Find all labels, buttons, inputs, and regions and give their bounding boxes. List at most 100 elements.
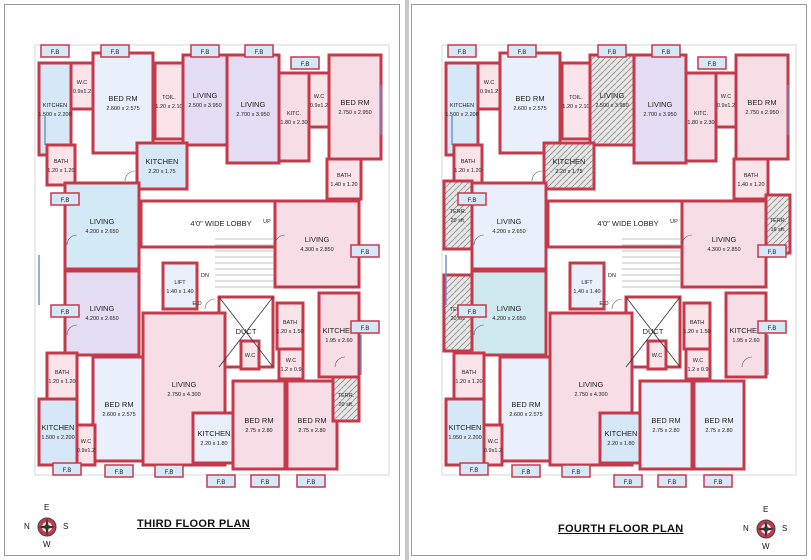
room-name-bath_l1: BATH: [461, 159, 475, 165]
room-wc_tr: [307, 71, 331, 129]
room-name-kitc_t: KITC.: [694, 111, 709, 117]
flower-bed-label: F.B: [261, 480, 270, 486]
room-name-kitchen_bc: KITCHEN: [198, 429, 231, 438]
flower-bed-label: F.B: [708, 62, 717, 68]
room-terr_l1: [442, 179, 474, 251]
room-name-living_t2: LIVING: [241, 100, 266, 109]
room-name-bed_tl: BED RM: [515, 94, 544, 103]
compass-w: W: [43, 540, 51, 549]
flower-bed-label: F.B: [714, 480, 723, 486]
room-living_b: [141, 311, 227, 467]
room-name-kitchen_tl: KITCHEN: [450, 103, 474, 109]
room-name-bath_r1: BATH: [337, 173, 351, 179]
plan-title: FOURTH FLOOR PLAN: [558, 523, 684, 535]
compass-n: N: [24, 522, 30, 531]
room-bath_l2: [452, 351, 486, 401]
room-name-bath_c2: BATH: [283, 320, 297, 326]
door-swing: [66, 324, 78, 336]
room-bath_c2: [275, 301, 305, 351]
room-kitchen_r: [317, 291, 361, 379]
room-name-kitchen_r: KITCHEN: [323, 326, 356, 335]
room-kitchen_bl: [444, 397, 486, 467]
room-wc_c: [646, 339, 668, 371]
door-swing: [531, 170, 543, 182]
room-dim-living_r1: 4.300 x 2.850: [300, 247, 333, 253]
room-name-living_t1: LIVING: [600, 91, 625, 100]
label-dn: DN: [608, 273, 616, 279]
room-dim-kitchen_r: 1.95 x 2.60: [325, 338, 352, 344]
room-dim-bed_bl: 2.600 x 2.575: [509, 412, 542, 418]
flower-bed-label: F.B: [624, 480, 633, 486]
room-name-bed_tl: BED RM: [108, 94, 137, 103]
flower-bed-label: F.B: [458, 50, 467, 56]
flower-bed-label: F.B: [572, 470, 581, 476]
room-dim-living_l1: 4.200 x 2.650: [85, 229, 118, 235]
room-bed_tl: [91, 51, 155, 155]
duct-cross: [218, 296, 274, 368]
room-name-kitchen_tl: KITCHEN: [43, 103, 67, 109]
room-name-bed_b2: BED RM: [704, 416, 733, 425]
room-dim-wc_c2: 1.2 x 0.9: [280, 367, 301, 373]
flower-bed-label: F.B: [165, 470, 174, 476]
flower-bed-label: F.B: [111, 50, 120, 56]
flower-bed-label: F.B: [201, 50, 210, 56]
room-bed_tr: [734, 53, 790, 161]
room-name-toil: TOIL.: [569, 95, 583, 101]
room-dim-bath_c2: 1.20 x 1.50: [683, 329, 710, 335]
flower-bed: [511, 464, 541, 478]
flower-bed: [350, 244, 380, 258]
room-dim-kitchen_tl: 1.500 x 2.200: [445, 112, 478, 118]
flower-bed-label: F.B: [361, 326, 370, 332]
flower-bed-label: F.B: [668, 480, 677, 486]
flower-bed: [206, 474, 236, 488]
door-swing: [124, 170, 136, 182]
flower-bed-label: F.B: [768, 326, 777, 332]
room-name-wc_c2: W.C: [286, 358, 296, 364]
room-kitc_t: [277, 71, 311, 163]
room-dim-living_l2: 4.200 x 2.650: [492, 316, 525, 322]
room-name-kitc_t: KITC.: [287, 111, 302, 117]
flower-bed: [457, 304, 487, 318]
room-wc_c2: [277, 347, 305, 381]
room-dim-lift: 1.40 x 1.40: [166, 289, 193, 295]
room-living_t2: [225, 53, 281, 165]
room-name-bed_bl: BED RM: [104, 400, 133, 409]
label-up: UP: [263, 219, 271, 225]
room-bed_bl: [498, 355, 554, 463]
room-living_t2: [632, 53, 688, 165]
flower-bed: [244, 44, 274, 58]
flower-bed-label: F.B: [61, 198, 70, 204]
flower-bed-label: F.B: [518, 50, 527, 56]
room-dim-kitc_t: 1.80 x 2.30: [280, 120, 307, 126]
room-kitchen_bl: [37, 397, 79, 467]
flower-bed-label: F.B: [361, 250, 370, 256]
flower-bed-label: F.B: [468, 310, 477, 316]
room-wc_bl: [482, 423, 504, 467]
room-bed_b2: [285, 379, 339, 471]
room-dim-wc_tr: 0.9x1.2: [310, 103, 328, 109]
flower-bed: [190, 44, 220, 58]
label-ed: E.D: [192, 301, 201, 307]
room-dim-bath_l1: 1.20 x 1.20: [47, 168, 74, 174]
room-dim-kitchen_mid: 2.20 x 1.75: [148, 169, 175, 175]
room-name-bed_b1: BED RM: [244, 416, 273, 425]
flower-bed: [40, 44, 70, 58]
room-name-kitchen_bl: KITCHEN: [42, 423, 75, 432]
flower-bed: [597, 44, 627, 58]
room-living_l2: [470, 269, 548, 357]
room-dim-living_t2: 2.700 x 3.950: [236, 112, 269, 118]
duct-cross: [625, 296, 681, 368]
flower-bed-label: F.B: [301, 62, 310, 68]
room-dim-bath_l2: 1.20 x 1.20: [455, 379, 482, 385]
flower-bed-label: F.B: [217, 480, 226, 486]
room-dim-terr_l1: 20 sft.: [451, 218, 466, 224]
room-dim-bed_b2: 2.75 x 2.80: [298, 428, 325, 434]
room-dim-bath_l1: 1.20 x 1.20: [454, 168, 481, 174]
room-dim-terr_l2: 20 sft.: [451, 316, 466, 322]
flower-bed: [100, 44, 130, 58]
room-wc_tl: [476, 61, 502, 111]
flower-bed: [703, 474, 733, 488]
room-dim-toil: 1.20 x 2.10: [562, 104, 589, 110]
room-living_t1: [588, 53, 636, 147]
door-swing: [473, 234, 485, 246]
